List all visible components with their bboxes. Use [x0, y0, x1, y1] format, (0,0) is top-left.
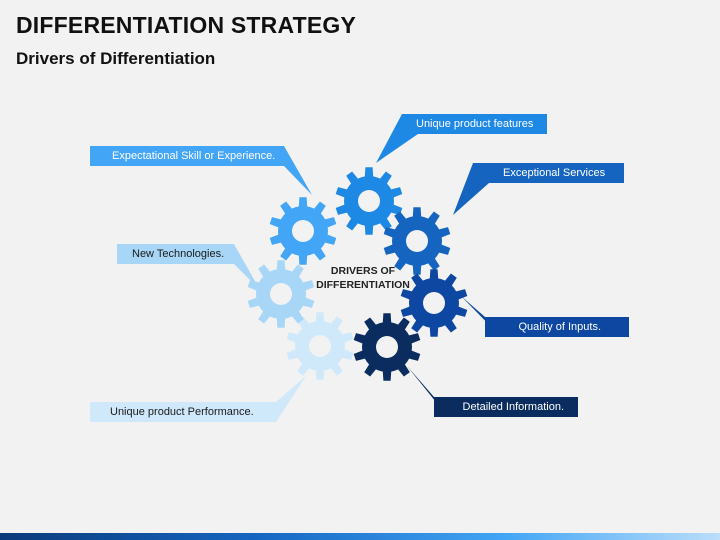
- pointer-performance: [276, 376, 306, 422]
- label-quality-of-inputs: Quality of Inputs.: [518, 321, 601, 333]
- center-label-line1: DRIVERS OF: [330, 265, 396, 277]
- gear-hole-information: [376, 336, 398, 358]
- pointer-technologies: [234, 244, 260, 290]
- center-label: DRIVERS OF DIFFERENTIATION: [303, 264, 423, 292]
- label-box-inputs: [485, 317, 629, 337]
- label-unique-product-features: Unique product features: [416, 118, 534, 130]
- bottom-accent-bar: [0, 533, 720, 540]
- label-box-information: [434, 397, 578, 417]
- pointer-skill: [284, 146, 312, 195]
- label-box-performance: [90, 402, 276, 422]
- label-box-technologies: [117, 244, 234, 264]
- label-unique-product-performance: Unique product Performance.: [110, 406, 254, 418]
- page-subtitle: Drivers of Differentiation: [16, 49, 216, 68]
- center-label-line2: DIFFERENTIATION: [316, 279, 410, 291]
- gear-hole-performance: [309, 335, 331, 357]
- label-box-skill: [90, 146, 284, 166]
- label-new-technologies: New Technologies.: [132, 248, 225, 260]
- gear-hole-services: [406, 230, 428, 252]
- label-expectational-skill: Expectational Skill or Experience.: [112, 150, 276, 162]
- label-exceptional-services: Exceptional Services: [503, 167, 606, 179]
- label-box-features: [402, 114, 547, 134]
- gear-hole-inputs: [423, 292, 445, 314]
- gear-hole-skill: [292, 220, 314, 242]
- label-detailed-information: Detailed Information.: [462, 401, 565, 413]
- page-title: DIFFERENTIATION STRATEGY: [16, 12, 356, 38]
- label-box-services: [473, 163, 624, 183]
- gear-hole-features: [358, 190, 380, 212]
- gear-hole-technologies: [270, 283, 292, 305]
